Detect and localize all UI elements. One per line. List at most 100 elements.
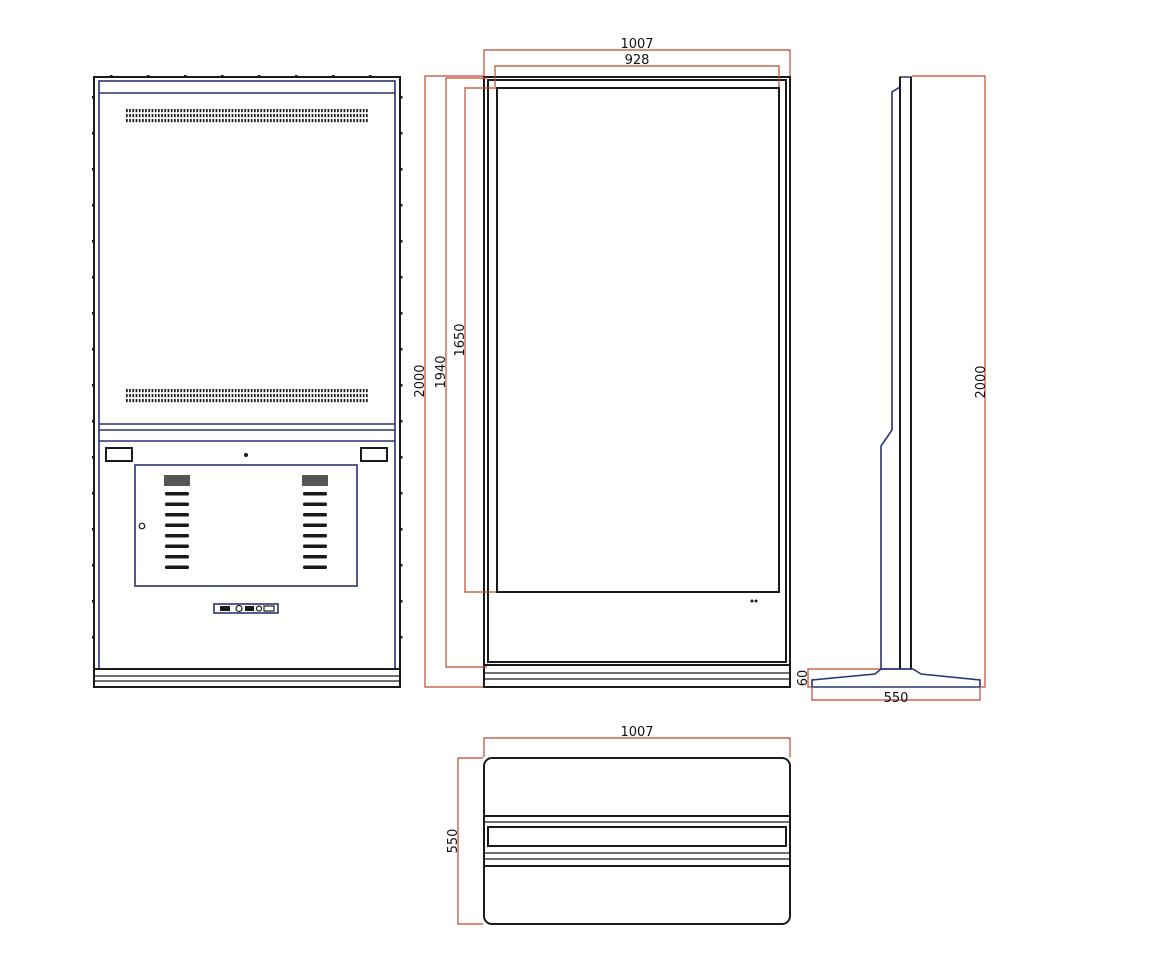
- vent-slot: [366, 389, 368, 393]
- vent-slot: [254, 109, 256, 113]
- vent-slot: [196, 119, 199, 123]
- door-slot-right: [303, 534, 327, 538]
- vent-slot: [263, 394, 266, 398]
- vent-slot: [327, 389, 330, 393]
- vent-slot: [279, 399, 282, 403]
- vent-slot: [177, 399, 179, 403]
- vent-slot: [209, 119, 211, 123]
- screw-top: [258, 75, 261, 78]
- vent-slot: [350, 399, 352, 403]
- vent-slot: [129, 114, 131, 118]
- rear-view: [92, 75, 403, 688]
- vent-slot: [263, 399, 266, 403]
- vent-slot: [366, 399, 368, 403]
- vent-slot: [282, 394, 285, 398]
- side-body-profile: [880, 76, 912, 670]
- vent-slot: [218, 399, 221, 403]
- io-port-3: [245, 606, 254, 611]
- vent-slot: [234, 394, 237, 398]
- door-slot-left: [165, 534, 189, 538]
- vent-slot: [244, 119, 247, 123]
- vent-slot: [273, 394, 275, 398]
- vent-slot: [263, 389, 266, 393]
- vent-slot: [321, 109, 323, 113]
- vent-slot: [222, 114, 224, 118]
- vent-slot: [366, 109, 368, 113]
- dim-base-height-line: [807, 668, 880, 688]
- vent-slot: [151, 114, 154, 118]
- vent-slot: [206, 389, 208, 393]
- vent-slot: [327, 109, 330, 113]
- screw-right: [400, 312, 403, 315]
- vent-slot: [164, 109, 167, 113]
- vent-slot: [199, 389, 202, 393]
- vent-slot: [135, 399, 138, 403]
- vent-slot: [222, 109, 224, 113]
- vent-slot: [145, 114, 147, 118]
- door-slot-right: [303, 555, 327, 559]
- vent-slot: [238, 114, 240, 118]
- vent-slot: [215, 399, 218, 403]
- dim-inner-height-label: 1940: [434, 355, 449, 388]
- vent-slot: [164, 399, 167, 403]
- vent-slot: [337, 399, 339, 403]
- vent-slot: [356, 109, 359, 113]
- vent-slot: [132, 389, 135, 393]
- vent-slot: [327, 394, 330, 398]
- vent-slot: [209, 114, 211, 118]
- screw-top: [295, 75, 298, 78]
- screw-left: [92, 600, 95, 603]
- vent-slot: [350, 394, 352, 398]
- screw-left: [92, 204, 95, 207]
- vent-slot: [180, 114, 183, 118]
- vent-slot: [292, 389, 295, 393]
- vent-slot: [350, 389, 352, 393]
- screw-right: [400, 132, 403, 135]
- vent-slot: [308, 109, 311, 113]
- vent-slot: [199, 119, 202, 123]
- vent-slot: [193, 119, 195, 123]
- vent-slot: [241, 389, 243, 393]
- dim-overall-height-label: 2000: [413, 364, 428, 397]
- screw-right: [400, 456, 403, 459]
- rear-inner-frame: [98, 80, 396, 670]
- vent-slot: [286, 119, 288, 123]
- screw-right: [400, 168, 403, 171]
- vent-slot: [212, 109, 215, 113]
- vent-slot: [359, 394, 362, 398]
- vent-slot: [199, 394, 202, 398]
- screw-top: [184, 75, 187, 78]
- vent-slot: [324, 399, 327, 403]
- screw-right: [400, 528, 403, 531]
- vent-slot: [126, 389, 128, 393]
- vent-slot: [202, 394, 205, 398]
- vent-slot: [154, 114, 157, 118]
- vent-slot: [302, 399, 304, 403]
- vent-slot: [295, 119, 298, 123]
- dim-top-depth-label: 550: [446, 829, 461, 854]
- vent-slot: [161, 114, 163, 118]
- io-port-2: [235, 604, 243, 613]
- rear-base: [93, 668, 401, 688]
- vent-slot: [218, 119, 221, 123]
- door-slot-right: [303, 565, 327, 569]
- vent-slot: [321, 114, 323, 118]
- vent-slot: [286, 399, 288, 403]
- vent-slot: [196, 114, 199, 118]
- vent-slot: [222, 389, 224, 393]
- screw-right: [400, 384, 403, 387]
- io-port-strip: [213, 603, 279, 614]
- vent-slot: [260, 394, 263, 398]
- vent-slot: [359, 114, 362, 118]
- vent-slot: [212, 389, 215, 393]
- vent-slot: [276, 399, 279, 403]
- door-slot-left: [165, 513, 189, 517]
- dim-screen-width-line: [494, 65, 780, 87]
- vent-slot: [206, 394, 208, 398]
- vent-slot: [295, 114, 298, 118]
- vent-slot: [228, 114, 231, 118]
- vent-slot: [350, 109, 352, 113]
- vent-slot: [343, 399, 346, 403]
- vent-slot: [359, 109, 362, 113]
- dim-base-depth-label: 550: [884, 691, 909, 706]
